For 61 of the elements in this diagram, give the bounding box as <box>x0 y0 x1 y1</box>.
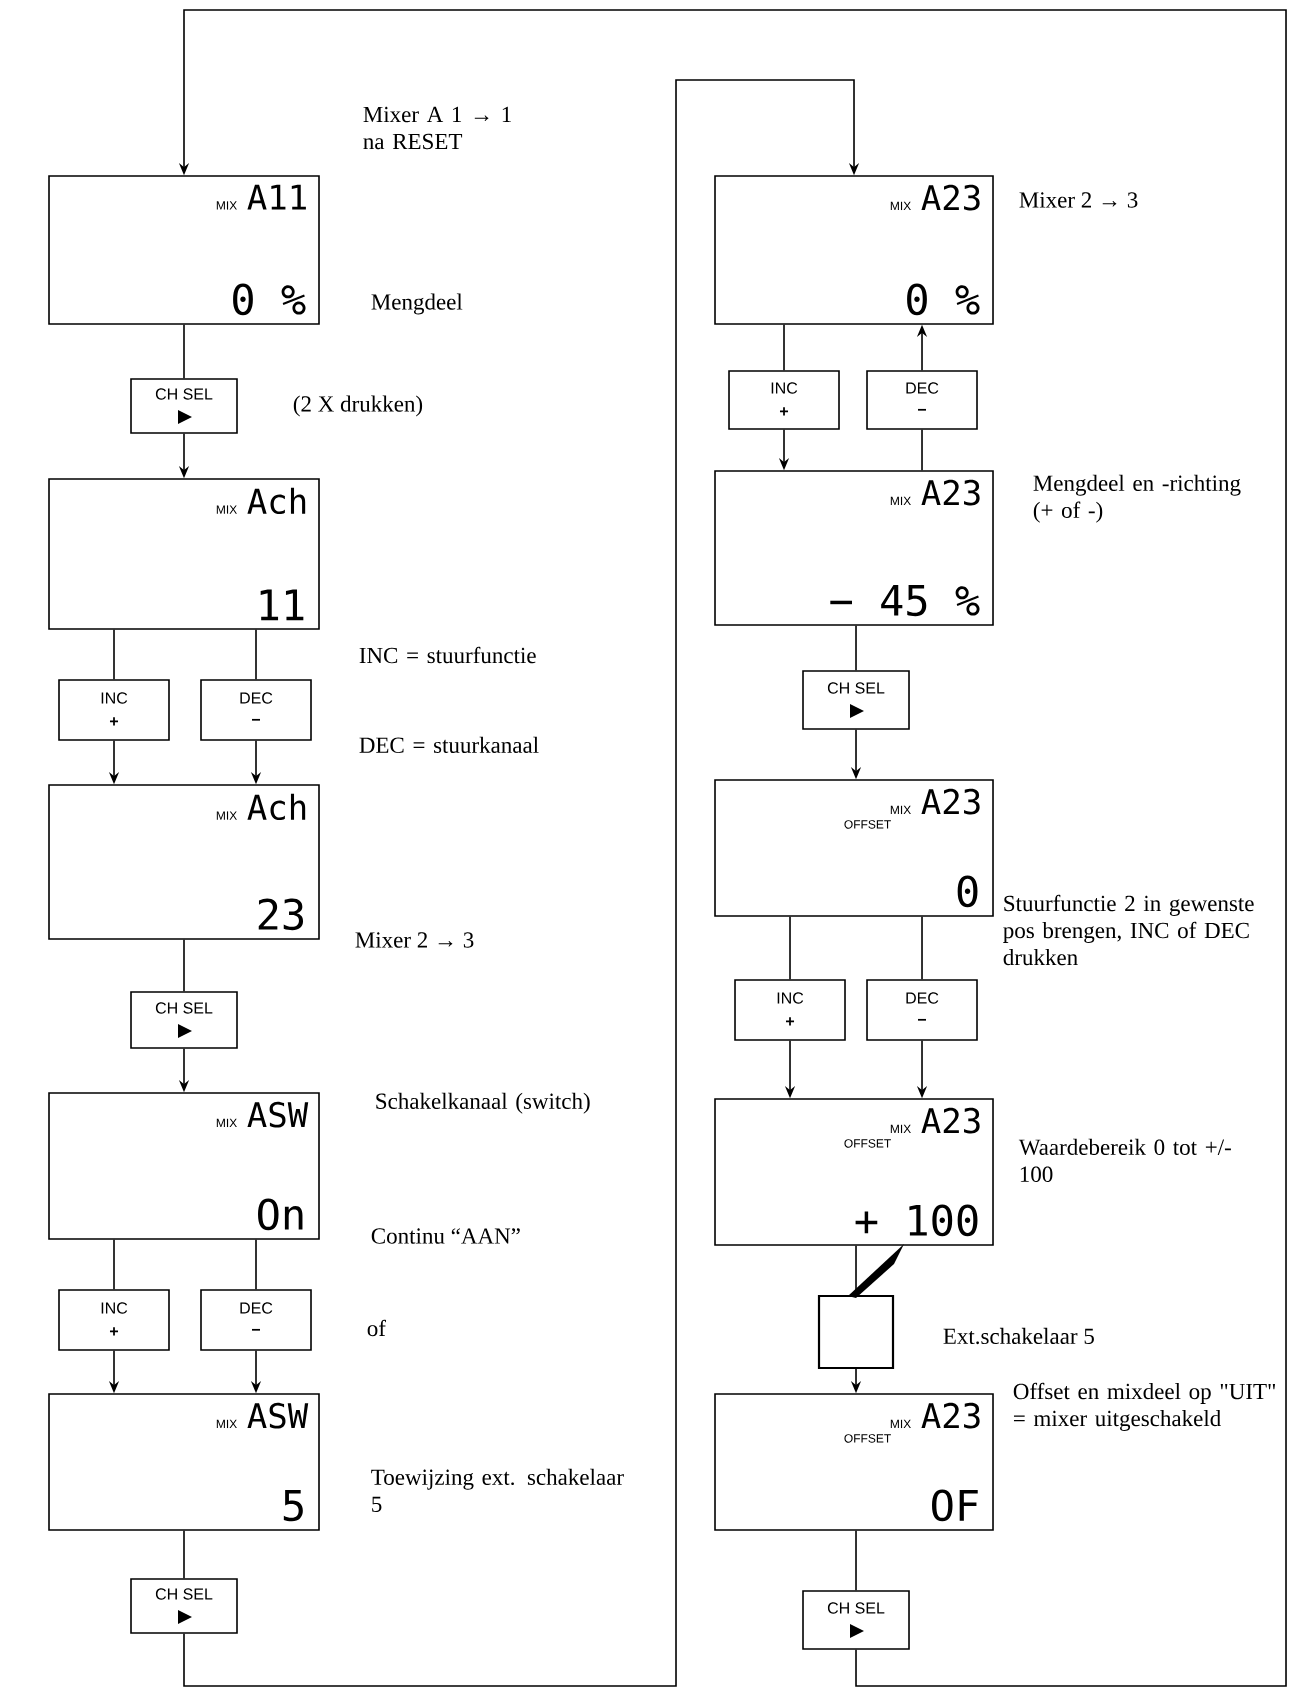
lcd-display <box>48 1393 320 1531</box>
note-text: DEC = stuurkanaal <box>359 736 539 753</box>
key-button: CH SEL <box>802 670 910 730</box>
arrow <box>183 79 860 1687</box>
description-text: Continu “AAN” <box>371 1228 520 1244</box>
mode-code: Ach <box>247 487 306 515</box>
mode-code: A23 <box>921 1402 980 1429</box>
switch-box <box>817 1294 895 1370</box>
description-text: Waardebereik 0 tot +/- 100 <box>1018 1138 1231 1182</box>
note-text: INC = stuurfunctie <box>359 646 536 664</box>
key-button: INC + <box>734 979 846 1041</box>
value-readout: + 100 <box>855 1204 978 1237</box>
description-text: Mengdeel <box>371 293 463 315</box>
mode-code: A11 <box>247 184 306 210</box>
key-button: INC + <box>728 370 840 430</box>
lcd-display <box>714 470 994 626</box>
mode-code: ASW <box>247 1402 309 1429</box>
value-readout: − 45 % <box>830 585 980 617</box>
value-readout: OF <box>932 1489 978 1522</box>
key-button: INC + <box>58 1289 170 1351</box>
key-button: CH SEL <box>130 991 238 1049</box>
key-button: CH SEL <box>802 1590 910 1650</box>
value-readout: 23 <box>258 898 304 931</box>
mode-code: A23 <box>921 479 980 506</box>
key-button: CH SEL <box>130 378 238 434</box>
key-button: CH SEL <box>130 1578 238 1634</box>
lcd-display <box>48 175 320 325</box>
description-text: (2 X drukken) <box>293 395 423 417</box>
mode-code: ASW <box>247 1101 309 1128</box>
mode-code: A23 <box>921 184 980 211</box>
description-text: Mixer 2 → 3 <box>1019 192 1138 208</box>
lcd-display <box>48 784 320 940</box>
description-text: Schakelkanaal (switch) <box>376 1092 590 1114</box>
key-button: DEC − <box>866 979 978 1041</box>
note-text: Stuurfunctie 2 in gewenste pos brengen, INC of DEC drukken <box>1003 894 1254 966</box>
value-readout: On <box>258 1198 303 1231</box>
key-button: INC + <box>58 679 170 741</box>
key-button: DEC − <box>200 679 312 741</box>
value-readout: 5 <box>283 1490 303 1522</box>
description-text: Mixer 2 → 3 <box>355 932 474 948</box>
description-text: Mixer A 1 → 1 na RESET <box>363 106 511 150</box>
value-readout: 11 <box>260 589 304 621</box>
lcd-display <box>48 1092 320 1240</box>
value-readout: 0 % <box>907 283 980 316</box>
key-button: DEC − <box>200 1289 312 1351</box>
mode-code: Ach <box>247 793 306 821</box>
lcd-display <box>714 1098 994 1246</box>
lcd-display <box>48 478 320 630</box>
description-text: Mengdeel en -richting (+ of -) <box>1033 474 1241 523</box>
lcd-display <box>714 779 994 917</box>
lcd-display <box>714 1393 994 1531</box>
lcd-display <box>714 175 994 325</box>
value-readout: 0 <box>957 875 978 908</box>
mode-code: A23 <box>921 1107 980 1134</box>
description-text: Offset en mixdeel op "UIT" = mixer uitgeschakeld <box>1013 1382 1275 1431</box>
mode-code: A23 <box>921 788 980 815</box>
key-button: DEC − <box>866 370 978 430</box>
description-text: Ext.schakelaar 5 <box>943 1327 1094 1345</box>
value-readout: 0 % <box>233 283 306 316</box>
description-text: Toewijzing ext. schakelaar 5 <box>371 1468 624 1512</box>
note-text: of <box>367 1319 386 1337</box>
